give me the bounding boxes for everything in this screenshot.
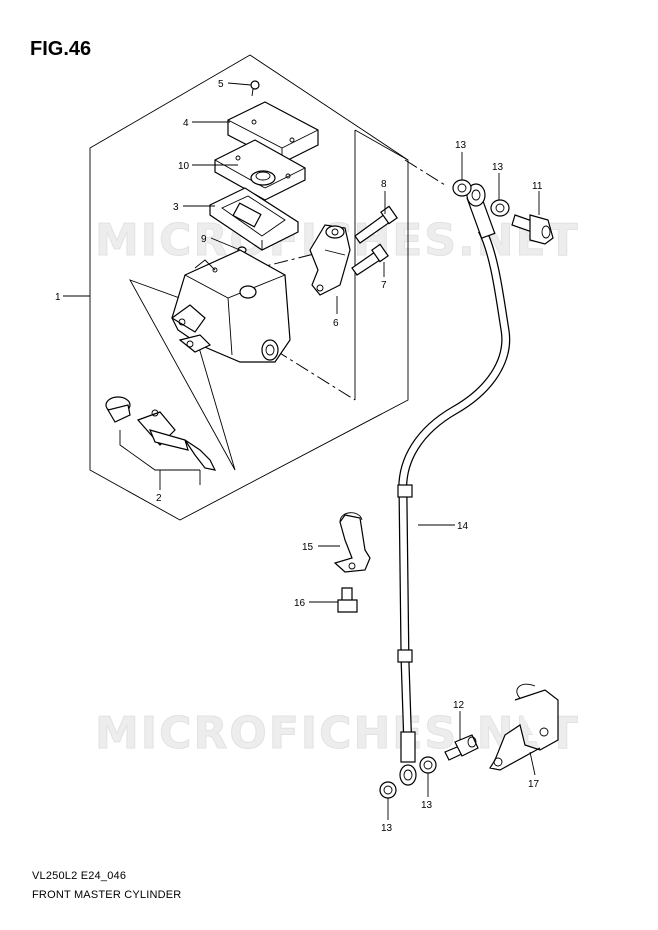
callout-part-3: 3 — [173, 202, 179, 213]
brake-hose-part-14 — [397, 183, 511, 786]
callout-part-11: 11 — [532, 181, 543, 192]
callout-part-13-bottom-right: 13 — [421, 800, 433, 811]
callout-part-4: 4 — [183, 118, 189, 129]
washer-13-bottom-right — [419, 756, 437, 774]
model-code: VL250L2 E24_046 — [32, 870, 127, 882]
callout-part-7: 7 — [381, 280, 387, 291]
clamp-bolt-part-7 — [351, 243, 389, 276]
callout-part-9: 9 — [201, 234, 207, 245]
assembly-line-piston — [274, 349, 356, 401]
washer-13-bottom-left — [379, 781, 397, 799]
piston-kit-bracket — [129, 279, 236, 471]
hose-bracket-part-17 — [489, 683, 559, 771]
diaphragm-part-3 — [209, 187, 299, 251]
washer-13-top-left — [452, 179, 472, 197]
callout-part-1: 1 — [55, 292, 61, 303]
leader-lines — [63, 82, 540, 820]
watermark-bottom: MICROFICHES.NET — [95, 708, 580, 759]
master-cylinder-body — [170, 249, 291, 363]
callout-part-5: 5 — [218, 79, 224, 90]
callout-part-17: 17 — [528, 779, 540, 790]
callout-part-10: 10 — [178, 161, 190, 172]
callout-part-16: 16 — [294, 598, 306, 609]
callout-part-8: 8 — [381, 179, 387, 190]
union-bolt-part-11 — [511, 214, 554, 245]
callout-part-6: 6 — [333, 318, 339, 329]
kit-outline-inner-line — [354, 129, 409, 161]
callout-part-13-top-left: 13 — [455, 140, 467, 151]
callout-part-15: 15 — [302, 542, 314, 553]
callout-part-2: 2 — [156, 493, 162, 504]
washer-13-top-right — [490, 199, 510, 217]
master-cylinder-kit-outline — [89, 54, 409, 521]
union-bolt-part-12 — [444, 734, 479, 761]
callout-part-14: 14 — [457, 521, 469, 532]
assembly-line-washer — [404, 159, 446, 186]
cap-plate-part-10 — [214, 139, 306, 201]
callout-part-12: 12 — [453, 700, 465, 711]
callout-part-13-bottom-left: 13 — [381, 823, 393, 834]
screw-part-5 — [250, 80, 260, 97]
piston-kit-leader — [119, 430, 200, 471]
piston-kit-part-2 — [105, 396, 217, 471]
bolt-part-16 — [337, 587, 358, 613]
callout-part-13-top-right: 13 — [492, 162, 504, 173]
figure-title-label: FIG.46 — [30, 38, 92, 60]
clamp-part-6 — [309, 224, 351, 296]
hose-clip-part-15 — [333, 512, 371, 573]
diagram-name: FRONT MASTER CYLINDER — [32, 889, 182, 901]
